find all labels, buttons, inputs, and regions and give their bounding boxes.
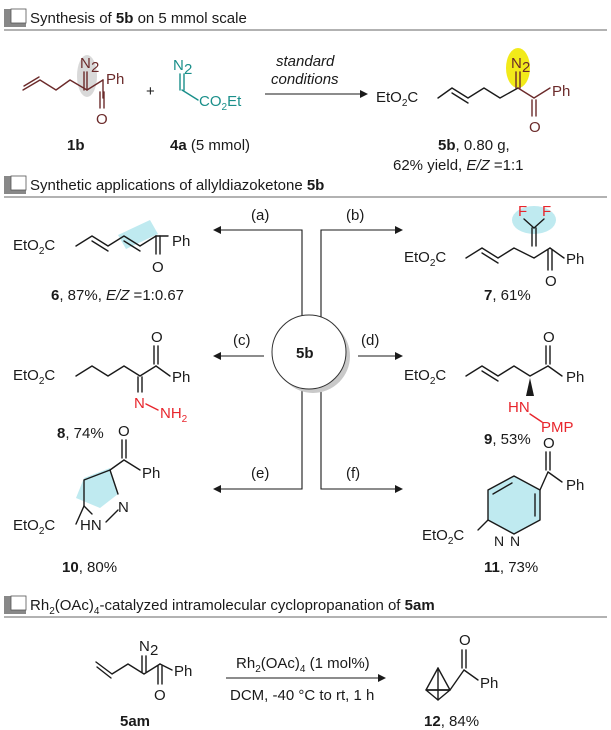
section-1-title: Synthesis of 5b on 5 mmol scale	[30, 10, 247, 27]
group-EtO2C: EtO2C	[13, 517, 55, 537]
group-CO2Et: CO2Et	[199, 93, 242, 113]
label-9: 9, 53%	[484, 431, 531, 448]
label-10: 10, 80%	[62, 559, 117, 576]
atom-Ph: Ph	[106, 71, 124, 88]
conditions-solvent: DCM, -40 °C to rt, 1 h	[230, 687, 374, 704]
atom-F: F	[518, 203, 527, 220]
compound-11: EtO2C N N O Ph	[422, 435, 584, 549]
atom-O: O	[151, 329, 163, 346]
conditions-catalyst: Rh2(OAc)4 (1 mol%)	[236, 655, 370, 675]
compound-9: EtO2C O Ph HN PMP	[404, 329, 584, 436]
atom-Ph: Ph	[566, 477, 584, 494]
atom-Ph: Ph	[480, 675, 498, 692]
compound-10: EtO2C HN N O Ph	[13, 423, 160, 537]
section-3-title: Rh2(OAc)4-catalyzed intramolecular cyclo…	[30, 597, 435, 617]
label-6: 6, 87%, E/Z =1:0.67	[51, 287, 184, 304]
conditions-line1: standard	[276, 53, 335, 70]
atom-Ph: Ph	[566, 369, 584, 386]
label-11: 11, 73%	[484, 559, 538, 576]
group-EtO2C: EtO2C	[422, 527, 464, 547]
atom-N: N	[118, 499, 129, 516]
compound-7: F F EtO2C O Ph	[404, 203, 584, 290]
atom-Ph: Ph	[174, 663, 192, 680]
group-EtO2C: EtO2C	[13, 367, 55, 387]
route-d: (d)	[361, 332, 379, 349]
atom-Ph: Ph	[172, 369, 190, 386]
atom-O: O	[529, 119, 541, 136]
atom-O: O	[152, 259, 164, 276]
atom-HN: HN	[508, 399, 530, 416]
atom-O: O	[545, 273, 557, 290]
hub-connectors	[213, 226, 403, 493]
route-b: (b)	[346, 207, 364, 224]
atom-N: N	[511, 55, 522, 72]
subscript-2: 2	[184, 61, 192, 78]
atom-N: N	[173, 57, 184, 74]
atom-N: N	[139, 638, 150, 655]
atom-N: N	[134, 395, 145, 412]
hub-label-5b: 5b	[296, 345, 314, 362]
label-5b: 5b, 0.80 g,	[438, 137, 510, 154]
atom-N: N	[494, 533, 504, 549]
section-1-header: 1 Synthesis of 5b on 5 mmol scale	[4, 8, 607, 31]
label-7: 7, 61%	[484, 287, 531, 304]
atom-Ph: Ph	[552, 83, 570, 100]
atom-HN: HN	[80, 517, 102, 534]
compound-5b: EtO2C N 2 O Ph	[376, 48, 570, 136]
compound-4a: N 2 CO2Et	[173, 57, 242, 113]
atom-Ph: Ph	[172, 233, 190, 250]
group-EtO2C: EtO2C	[404, 367, 446, 387]
route-a: (a)	[251, 207, 269, 224]
group-NH2: NH2	[160, 405, 188, 425]
label-4a: 4a (5 mmol)	[170, 137, 250, 154]
atom-Ph: Ph	[142, 465, 160, 482]
subscript-2: 2	[91, 59, 99, 76]
section-2-header: 2 Synthetic applications of allyldiazoke…	[4, 175, 607, 198]
route-c: (c)	[233, 332, 251, 349]
atom-O: O	[459, 632, 471, 649]
subscript-2: 2	[522, 59, 530, 76]
atom-O: O	[543, 435, 555, 452]
subscript-2: 2	[150, 642, 158, 659]
route-e: (e)	[251, 465, 269, 482]
atom-O: O	[154, 687, 166, 704]
atom-N: N	[80, 55, 91, 72]
group-EtO2C: EtO2C	[376, 89, 418, 109]
group-EtO2C: EtO2C	[404, 249, 446, 269]
group-PMP: PMP	[541, 419, 574, 436]
label-5am: 5am	[120, 713, 150, 730]
group-EtO2C: EtO2C	[13, 237, 55, 257]
label-8: 8, 74%	[57, 425, 104, 442]
atom-O: O	[118, 423, 130, 440]
plus-sign: +	[146, 83, 155, 100]
label-1b: 1b	[67, 137, 85, 154]
yield-5b: 62% yield, E/Z =1:1	[393, 157, 524, 174]
atom-F: F	[542, 203, 551, 220]
compound-5am: N 2 O Ph	[95, 638, 192, 704]
atom-Ph: Ph	[566, 251, 584, 268]
compound-12: O Ph	[425, 632, 498, 701]
compound-1b: N 2 Ph O	[22, 55, 124, 128]
compound-8: EtO2C O Ph N NH2	[13, 329, 190, 425]
atom-O: O	[96, 111, 108, 128]
route-f: (f)	[346, 465, 360, 482]
atom-N: N	[510, 533, 520, 549]
conditions-line2: conditions	[271, 71, 339, 88]
section-2-title: Synthetic applications of allyldiazoketo…	[30, 177, 324, 194]
compound-6: EtO2C O Ph	[13, 220, 190, 276]
label-12: 12, 84%	[424, 713, 479, 730]
section-3-header: 3 Rh2(OAc)4-catalyzed intramolecular cyc…	[4, 595, 607, 618]
atom-O: O	[543, 329, 555, 346]
